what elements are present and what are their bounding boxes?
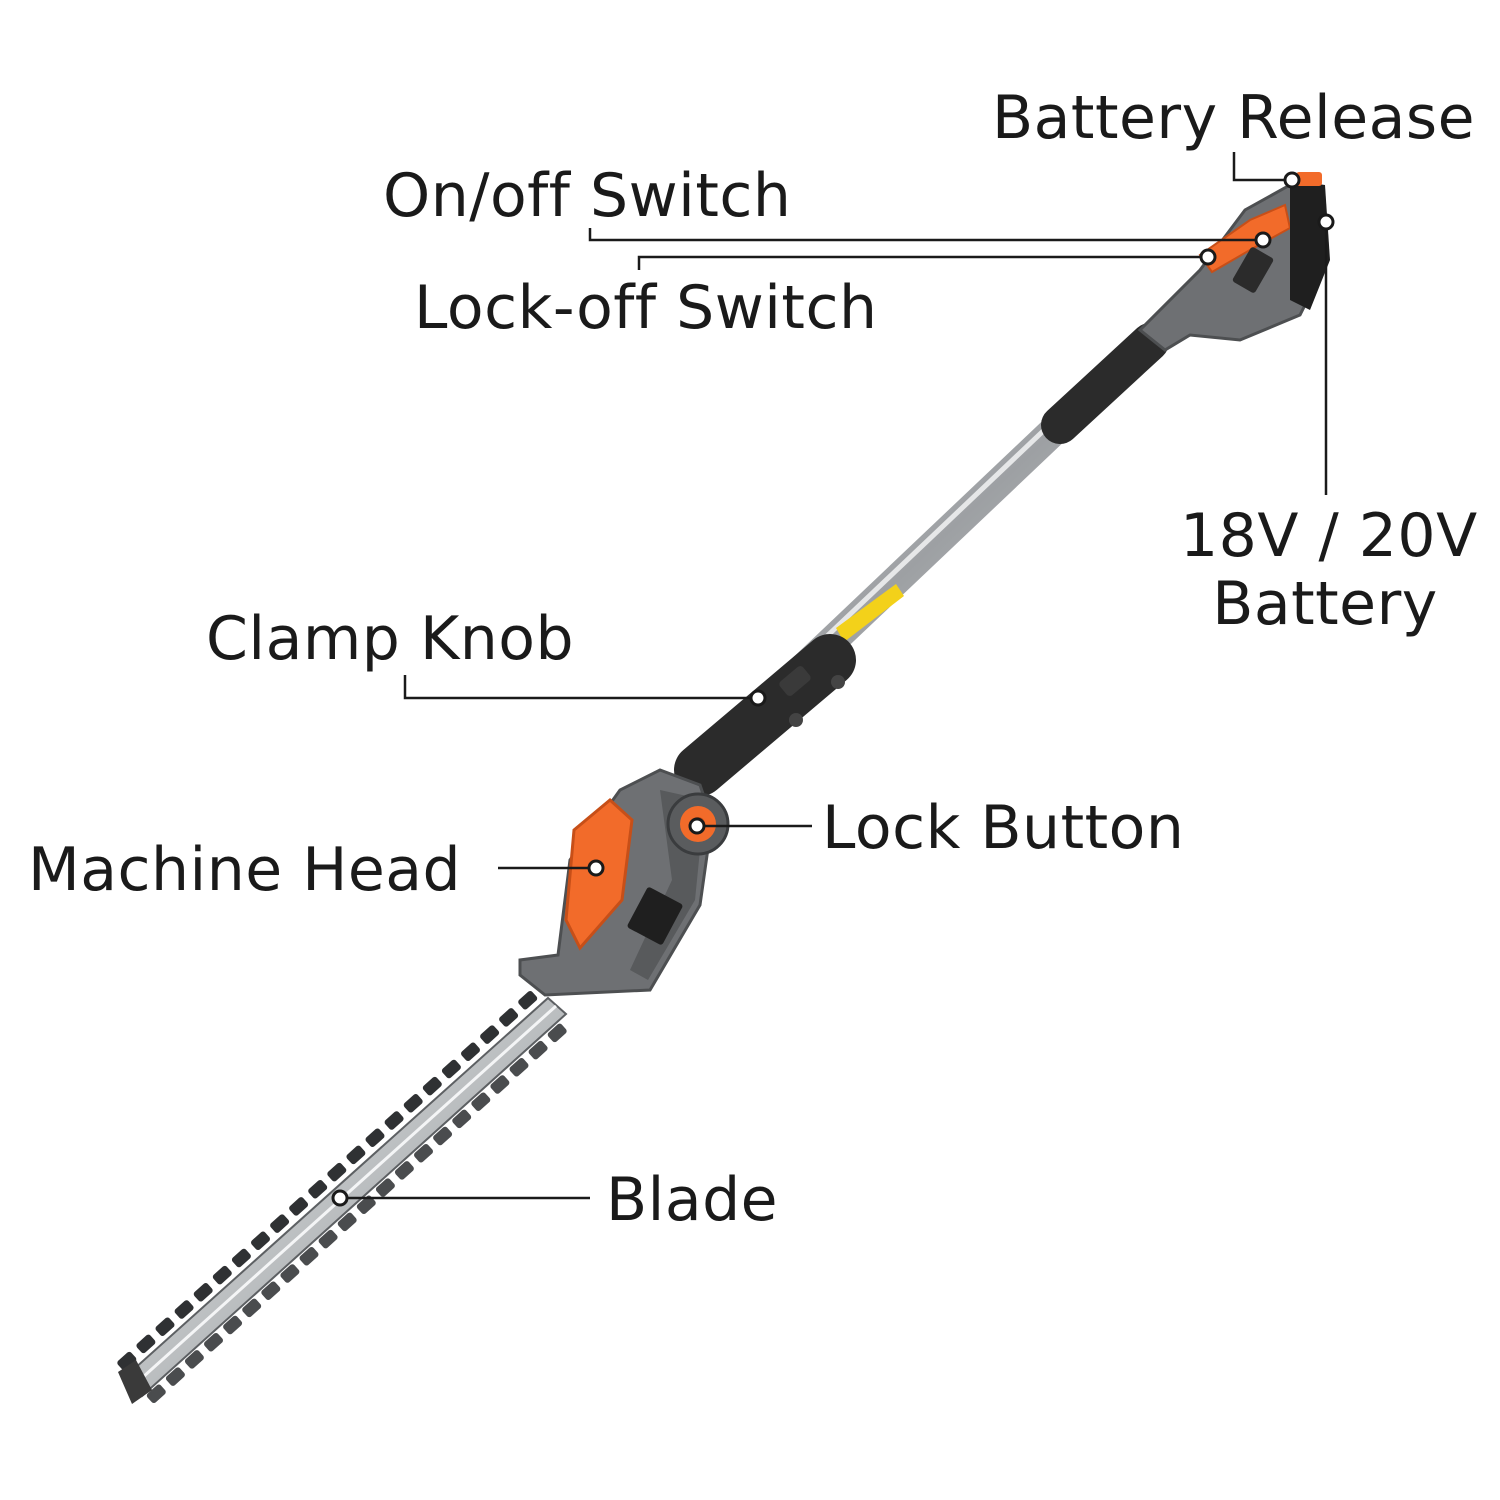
blade-tooth [174, 1300, 194, 1319]
blade-tooth [327, 1162, 347, 1182]
blade-tooth [165, 1367, 185, 1386]
blade-tooth [414, 1143, 433, 1163]
blade-tooth [280, 1264, 300, 1283]
blade-tooth [251, 1231, 270, 1251]
blade-tooth [356, 1195, 376, 1215]
blade-teeth [117, 990, 567, 1404]
blade-tooth [270, 1214, 290, 1233]
label-on-off-switch: On/off Switch [383, 161, 792, 231]
blade-tooth [242, 1298, 262, 1318]
blade-tooth [223, 1315, 243, 1335]
blade-tooth [471, 1092, 491, 1111]
label-battery: 18V / 20V Battery [1180, 501, 1478, 639]
label-lock-off-switch: Lock-off Switch [414, 273, 878, 343]
blade-tooth [212, 1265, 232, 1285]
blade-tooth [441, 1059, 461, 1079]
blade-tooth [337, 1212, 357, 1232]
blade-tooth [509, 1058, 529, 1077]
marker-battery [1317, 213, 1335, 231]
blade-tooth [146, 1384, 166, 1404]
rear-handle [1137, 172, 1330, 352]
blade-tooth [518, 990, 538, 1010]
blade-tooth [193, 1283, 213, 1302]
blade-tooth [480, 1025, 500, 1044]
blade-tooth [394, 1161, 414, 1180]
blade-tooth [117, 1351, 137, 1371]
label-battery-release: Battery Release [992, 83, 1476, 153]
callout-markers [331, 171, 1335, 1207]
blade-tooth [499, 1008, 519, 1027]
marker-clamp-knob [749, 689, 767, 707]
label-machine-head: Machine Head [28, 835, 462, 905]
blade-tooth [461, 1042, 480, 1062]
blade-tooth [289, 1197, 309, 1216]
blade-tooth [204, 1332, 223, 1352]
marker-battery-release [1283, 171, 1301, 189]
blade-tooth [155, 1317, 175, 1336]
blade-tooth [184, 1350, 204, 1369]
label-battery-word: Battery [1212, 569, 1438, 639]
marker-machine-head [587, 859, 605, 877]
blade-tooth [346, 1145, 366, 1165]
marker-lock-button [688, 817, 706, 835]
blade-tooth [422, 1076, 442, 1096]
blade-tooth [547, 1023, 567, 1043]
marker-blade [331, 1189, 349, 1207]
blade-tooth [433, 1126, 453, 1146]
machine-head-body [518, 768, 730, 997]
blade-tooth [375, 1178, 395, 1197]
blade-tooth [403, 1094, 423, 1113]
blade-tooth [318, 1229, 338, 1249]
telescopic-shaft [674, 315, 1175, 796]
blade-tooth [261, 1281, 281, 1300]
blade-tooth [308, 1179, 328, 1199]
blade-tooth [452, 1109, 472, 1129]
label-battery-voltage: 18V / 20V [1180, 501, 1478, 571]
marker-on-off-switch [1254, 231, 1272, 249]
marker-lock-off-switch [1199, 248, 1217, 266]
label-clamp-knob: Clamp Knob [206, 604, 575, 674]
blade-tooth [490, 1075, 510, 1094]
blade-tooth [365, 1128, 385, 1147]
label-lock-button: Lock Button [822, 793, 1185, 863]
blade-tooth [231, 1248, 251, 1268]
blade-tooth [528, 1040, 548, 1060]
blade-tooth [299, 1247, 319, 1266]
blade-tooth [384, 1111, 404, 1130]
blade-tooth [136, 1334, 156, 1354]
label-blade: Blade [606, 1165, 779, 1235]
leader-lines [340, 152, 1328, 1200]
